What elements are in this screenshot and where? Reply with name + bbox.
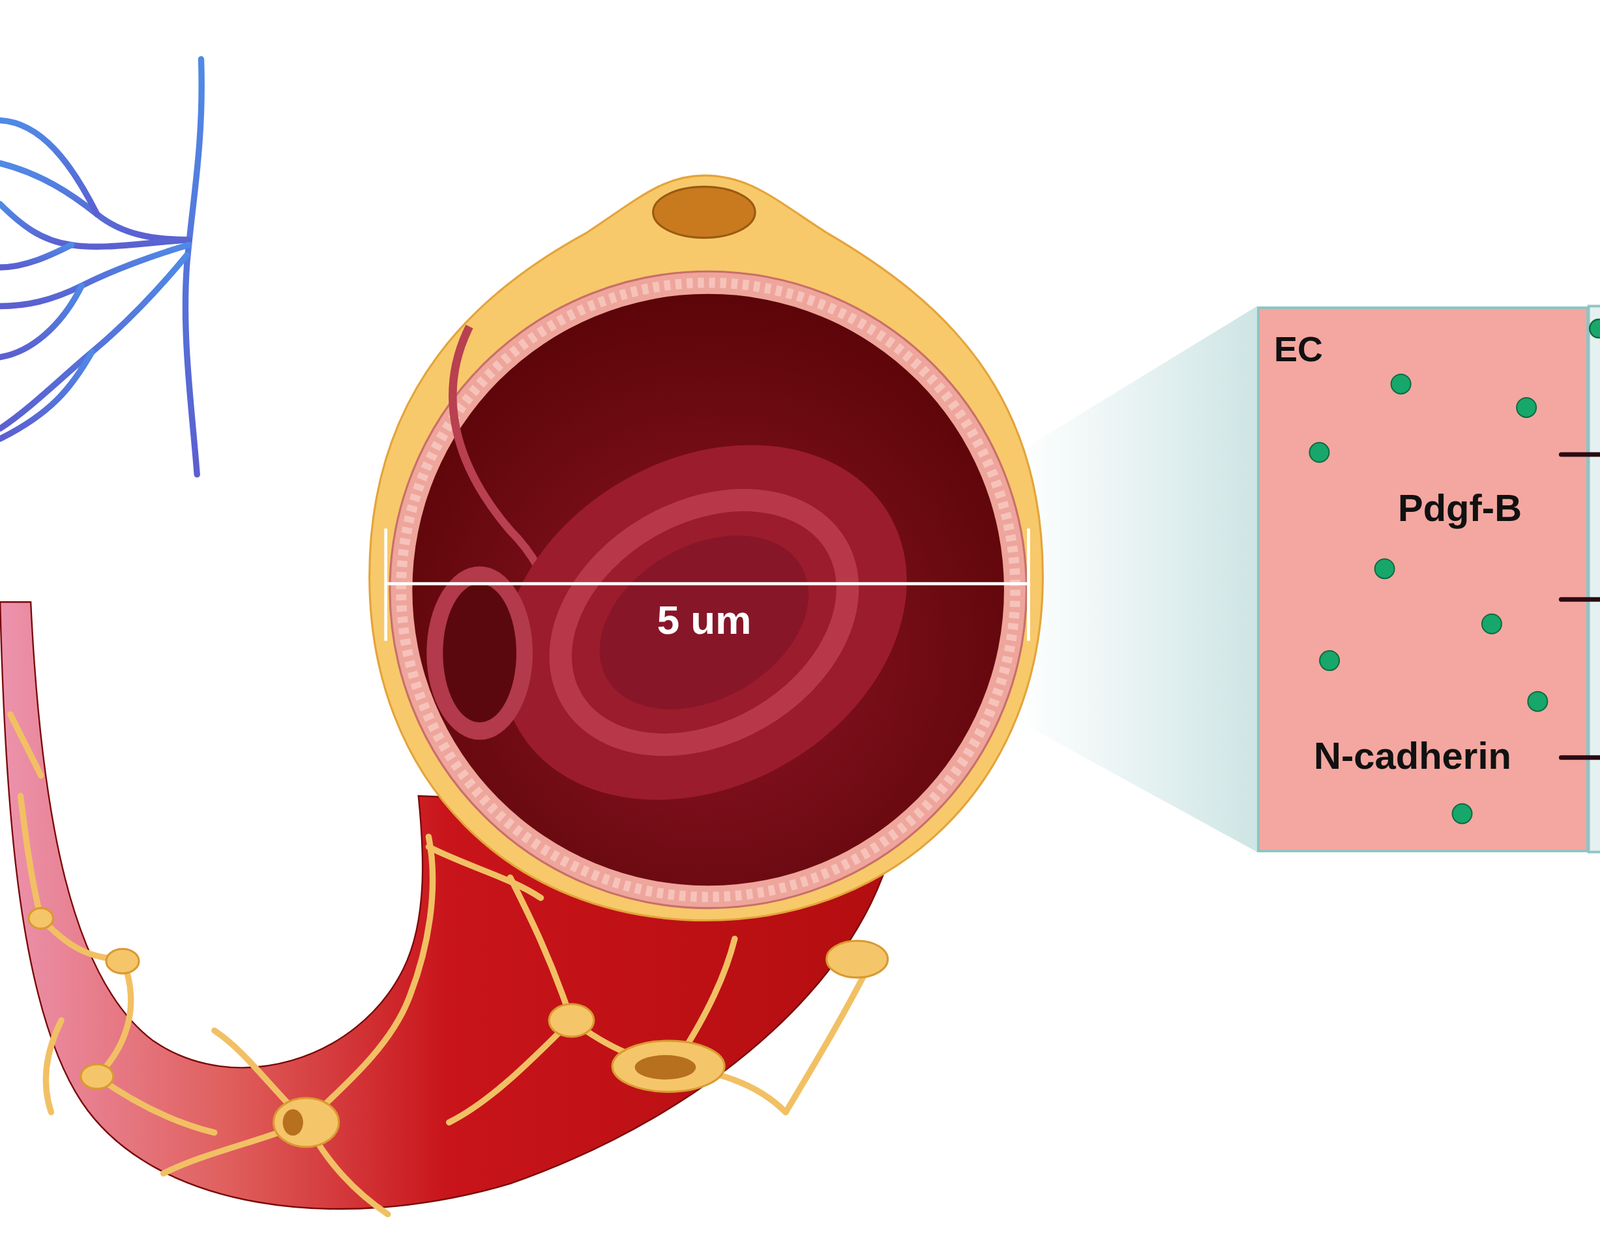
protein-label: N-cadherin	[1313, 734, 1512, 777]
pericyte-sheath	[369, 175, 1044, 920]
growth-factor-dot	[1319, 650, 1340, 671]
growth-factor-dot	[1309, 442, 1329, 463]
zoom-fan	[1015, 305, 1258, 852]
growth-factor-dot	[1391, 374, 1411, 394]
cell-type-label: EC	[1274, 329, 1323, 369]
cell-panel: EC Pdgf-B N-cadherin	[1257, 306, 1589, 853]
membrane-tick	[1560, 597, 1600, 602]
membrane-tick	[1560, 755, 1600, 760]
growth-factor-dot	[1516, 397, 1537, 418]
endothelial-wall	[389, 271, 1027, 908]
growth-factor-dot	[1481, 614, 1502, 634]
membrane-tick	[1560, 451, 1600, 457]
lumen	[412, 294, 1005, 887]
growth-factor-dot	[1527, 691, 1548, 712]
protein-label: Pdgf-B	[1397, 487, 1522, 529]
adjacent-dot	[1589, 319, 1600, 338]
pericyte-bodies	[28, 908, 889, 1147]
growth-factor-dot	[1375, 558, 1395, 579]
endothelial-texture	[400, 282, 1016, 897]
dimension-label: 5 um	[657, 597, 752, 643]
vein-branches	[0, 59, 202, 475]
growth-factor-dot	[1452, 803, 1473, 824]
pericyte-nucleus	[653, 186, 756, 238]
red-blood-cell-side	[426, 565, 533, 740]
adjacent-panel	[1588, 305, 1600, 852]
